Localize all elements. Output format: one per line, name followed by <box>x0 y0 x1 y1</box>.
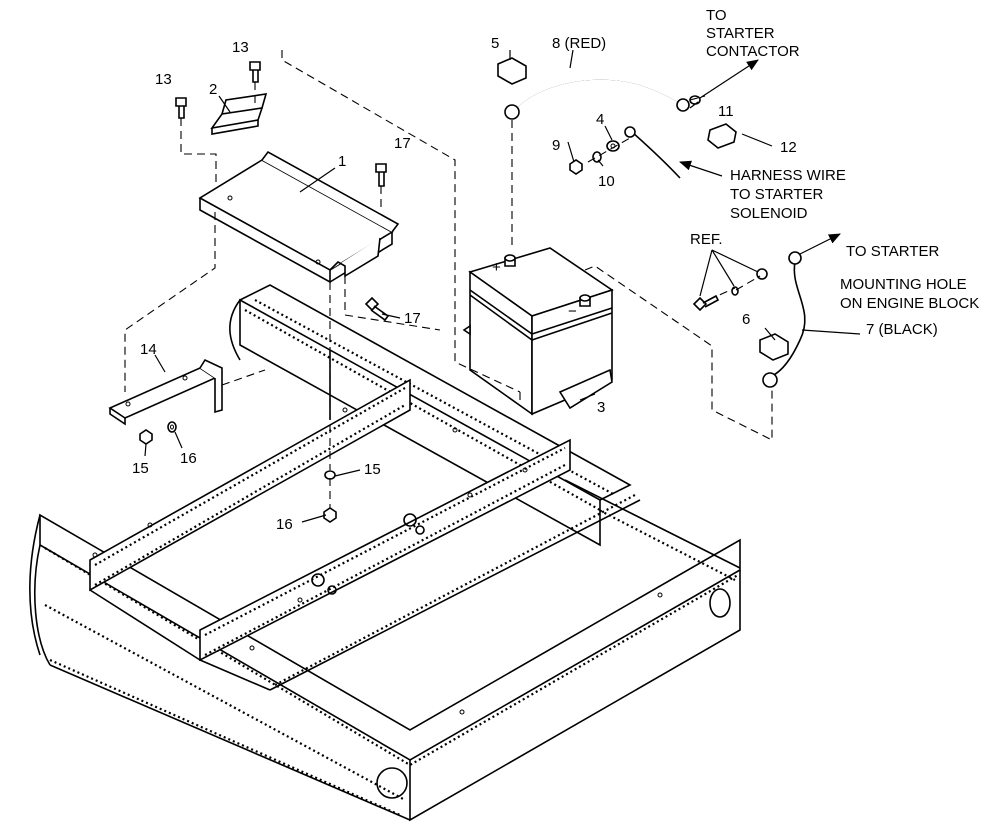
callout-3: 3 <box>597 399 605 416</box>
arrow-to-starter <box>799 233 841 255</box>
callout-12: 12 <box>780 139 797 156</box>
washer-16-left <box>167 421 177 433</box>
note-ref: REF. <box>690 231 723 248</box>
callout-16-center: 16 <box>276 516 293 533</box>
callout-13-left: 13 <box>155 71 172 88</box>
note-to-starter: TO STARTER <box>846 243 940 260</box>
callout-2: 2 <box>209 81 217 98</box>
callout-5: 5 <box>491 35 499 52</box>
callout-15-center: 15 <box>364 461 381 478</box>
hold-down-bracket <box>210 93 268 135</box>
positive-terminal-mark: + <box>492 259 501 276</box>
callout-13-right: 13 <box>232 39 249 56</box>
terminal-boot-red <box>497 57 527 85</box>
callout-7: 7 (BLACK) <box>866 321 938 338</box>
callout-9: 9 <box>552 137 560 154</box>
washer-10 <box>592 151 602 163</box>
callout-11: 11 <box>718 103 734 120</box>
callout-14: 14 <box>140 341 157 358</box>
callout-8: 8 (RED) <box>552 35 606 52</box>
washer-4 <box>606 140 620 152</box>
battery: + − <box>462 247 614 416</box>
negative-terminal-mark: − <box>568 303 577 320</box>
arrow-to-starter-contactor <box>699 59 759 99</box>
support-bracket <box>108 358 223 426</box>
note-mounting-hole: MOUNTING HOLE ON ENGINE BLOCK <box>840 276 979 312</box>
assembly-lines <box>124 50 773 508</box>
svg-text:MOUNTING HOLE: MOUNTING HOLE <box>840 276 967 293</box>
callout-6: 6 <box>742 311 750 328</box>
harness-wire <box>624 126 681 179</box>
bolt-17-lower <box>364 296 390 322</box>
bolt-13-left <box>175 97 187 119</box>
callout-15-left: 15 <box>132 460 149 477</box>
washer-15-center <box>324 470 336 480</box>
red-cable <box>504 79 690 120</box>
svg-text:SOLENOID: SOLENOID <box>730 205 808 222</box>
svg-text:TO STARTER: TO STARTER <box>730 186 824 203</box>
note-to-starter-contactor: TO STARTER CONTACTOR <box>706 7 800 60</box>
svg-text:ON ENGINE BLOCK: ON ENGINE BLOCK <box>840 295 979 312</box>
terminal-boot-12 <box>707 123 737 149</box>
svg-text:TO: TO <box>706 7 727 24</box>
leader-lines <box>144 49 861 523</box>
bolt-13-right <box>249 61 261 83</box>
terminal-boot-black <box>759 333 789 361</box>
callout-1: 1 <box>338 153 346 170</box>
callout-17-upper: 17 <box>394 135 411 152</box>
callout-4: 4 <box>596 111 604 128</box>
nut-15-left <box>139 429 153 445</box>
frame-base <box>29 284 741 822</box>
svg-text:HARNESS WIRE: HARNESS WIRE <box>730 167 846 184</box>
battery-tray <box>198 150 400 284</box>
callout-16-left: 16 <box>180 450 197 467</box>
bolt-17-upper <box>375 163 387 187</box>
callout-17-lower: 17 <box>404 310 421 327</box>
nut-9 <box>569 159 583 175</box>
black-cable <box>762 251 806 388</box>
callout-10: 10 <box>598 173 615 190</box>
svg-text:CONTACTOR: CONTACTOR <box>706 43 800 60</box>
arrow-harness-wire <box>679 160 723 177</box>
svg-text:STARTER: STARTER <box>706 25 775 42</box>
note-harness-wire: HARNESS WIRE TO STARTER SOLENOID <box>730 167 846 222</box>
